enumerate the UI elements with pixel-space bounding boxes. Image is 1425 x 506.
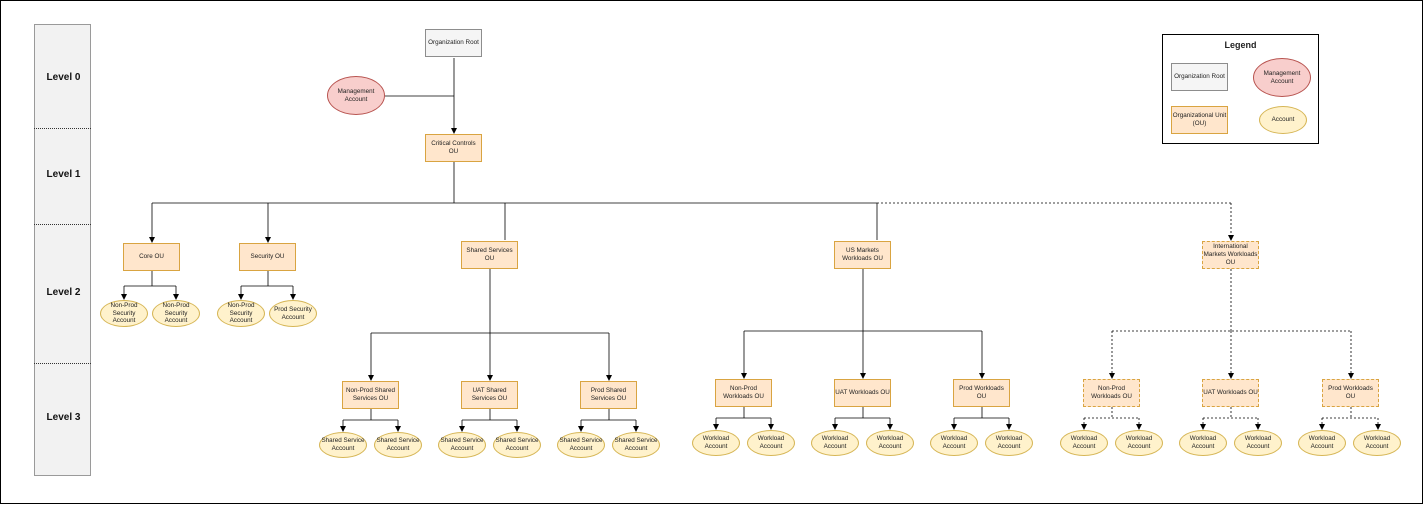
level-separator: [34, 363, 91, 364]
level-separator: [34, 224, 91, 225]
workload-account-node: Workload Account: [866, 430, 914, 456]
security-account-node: Non-Prod Security Account: [217, 300, 265, 327]
level-column: Level 0 Level 1 Level 2 Level 3: [34, 24, 91, 476]
intl-uat-workloads-ou-node: UAT Workloads OU: [1202, 379, 1259, 407]
level-1-label: Level 1: [46, 169, 81, 180]
shared-service-account-node: Shared Service Account: [557, 432, 605, 458]
workload-account-node: Workload Account: [1234, 430, 1282, 456]
shared-service-account-node: Shared Service Account: [493, 432, 541, 458]
uat-shared-services-ou-node: UAT Shared Services OU: [461, 381, 518, 409]
legend-account-swatch: Account: [1259, 106, 1307, 134]
workload-account-node: Workload Account: [747, 430, 795, 456]
organization-root-node: Organization Root: [425, 29, 482, 57]
workload-account-node: Workload Account: [1060, 430, 1108, 456]
workload-account-node: Workload Account: [930, 430, 978, 456]
core-ou-node: Core OU: [123, 243, 180, 271]
shared-service-account-node: Shared Service Account: [612, 432, 660, 458]
security-ou-node: Security OU: [239, 243, 296, 271]
workload-account-node: Workload Account: [985, 430, 1033, 456]
workload-account-node: Workload Account: [1115, 430, 1163, 456]
workload-account-node: Workload Account: [811, 430, 859, 456]
workload-account-node: Workload Account: [1179, 430, 1227, 456]
shared-service-account-node: Shared Service Account: [374, 432, 422, 458]
us-prod-workloads-ou-node: Prod Workloads OU: [953, 379, 1010, 407]
shared-service-account-node: Shared Service Account: [438, 432, 486, 458]
non-prod-shared-services-ou-node: Non-Prod Shared Services OU: [342, 381, 399, 409]
level-separator: [34, 128, 91, 129]
critical-controls-ou-node: Critical Controls OU: [425, 134, 482, 162]
level-2-label: Level 2: [46, 287, 81, 298]
intl-non-prod-workloads-ou-node: Non-Prod Workloads OU: [1083, 379, 1140, 407]
level-0-label: Level 0: [46, 72, 81, 83]
prod-shared-services-ou-node: Prod Shared Services OU: [580, 381, 637, 409]
workload-account-node: Workload Account: [1353, 430, 1401, 456]
workload-account-node: Workload Account: [1298, 430, 1346, 456]
us-markets-workloads-ou-node: US Markets Workloads OU: [834, 241, 891, 269]
us-uat-workloads-ou-node: UAT Workloads OU: [834, 379, 891, 407]
intl-prod-workloads-ou-node: Prod Workloads OU: [1322, 379, 1379, 407]
shared-service-account-node: Shared Service Account: [319, 432, 367, 458]
security-account-node: Prod Security Account: [269, 300, 317, 327]
us-non-prod-workloads-ou-node: Non-Prod Workloads OU: [715, 379, 772, 407]
workload-account-node: Workload Account: [692, 430, 740, 456]
international-markets-workloads-ou-node: International Markets Workloads OU: [1202, 241, 1259, 269]
shared-services-ou-node: Shared Services OU: [461, 241, 518, 269]
core-account-node: Non-Prod Security Account: [100, 300, 148, 327]
core-account-node: Non-Prod Security Account: [152, 300, 200, 327]
legend-ou-swatch: Organizational Unit (OU): [1171, 106, 1228, 134]
management-account-node: Management Account: [327, 76, 385, 115]
legend-management-swatch: Management Account: [1253, 58, 1311, 97]
level-3-label: Level 3: [46, 412, 81, 423]
legend-root-swatch: Organization Root: [1171, 63, 1228, 91]
legend-title: Legend: [1224, 40, 1257, 50]
